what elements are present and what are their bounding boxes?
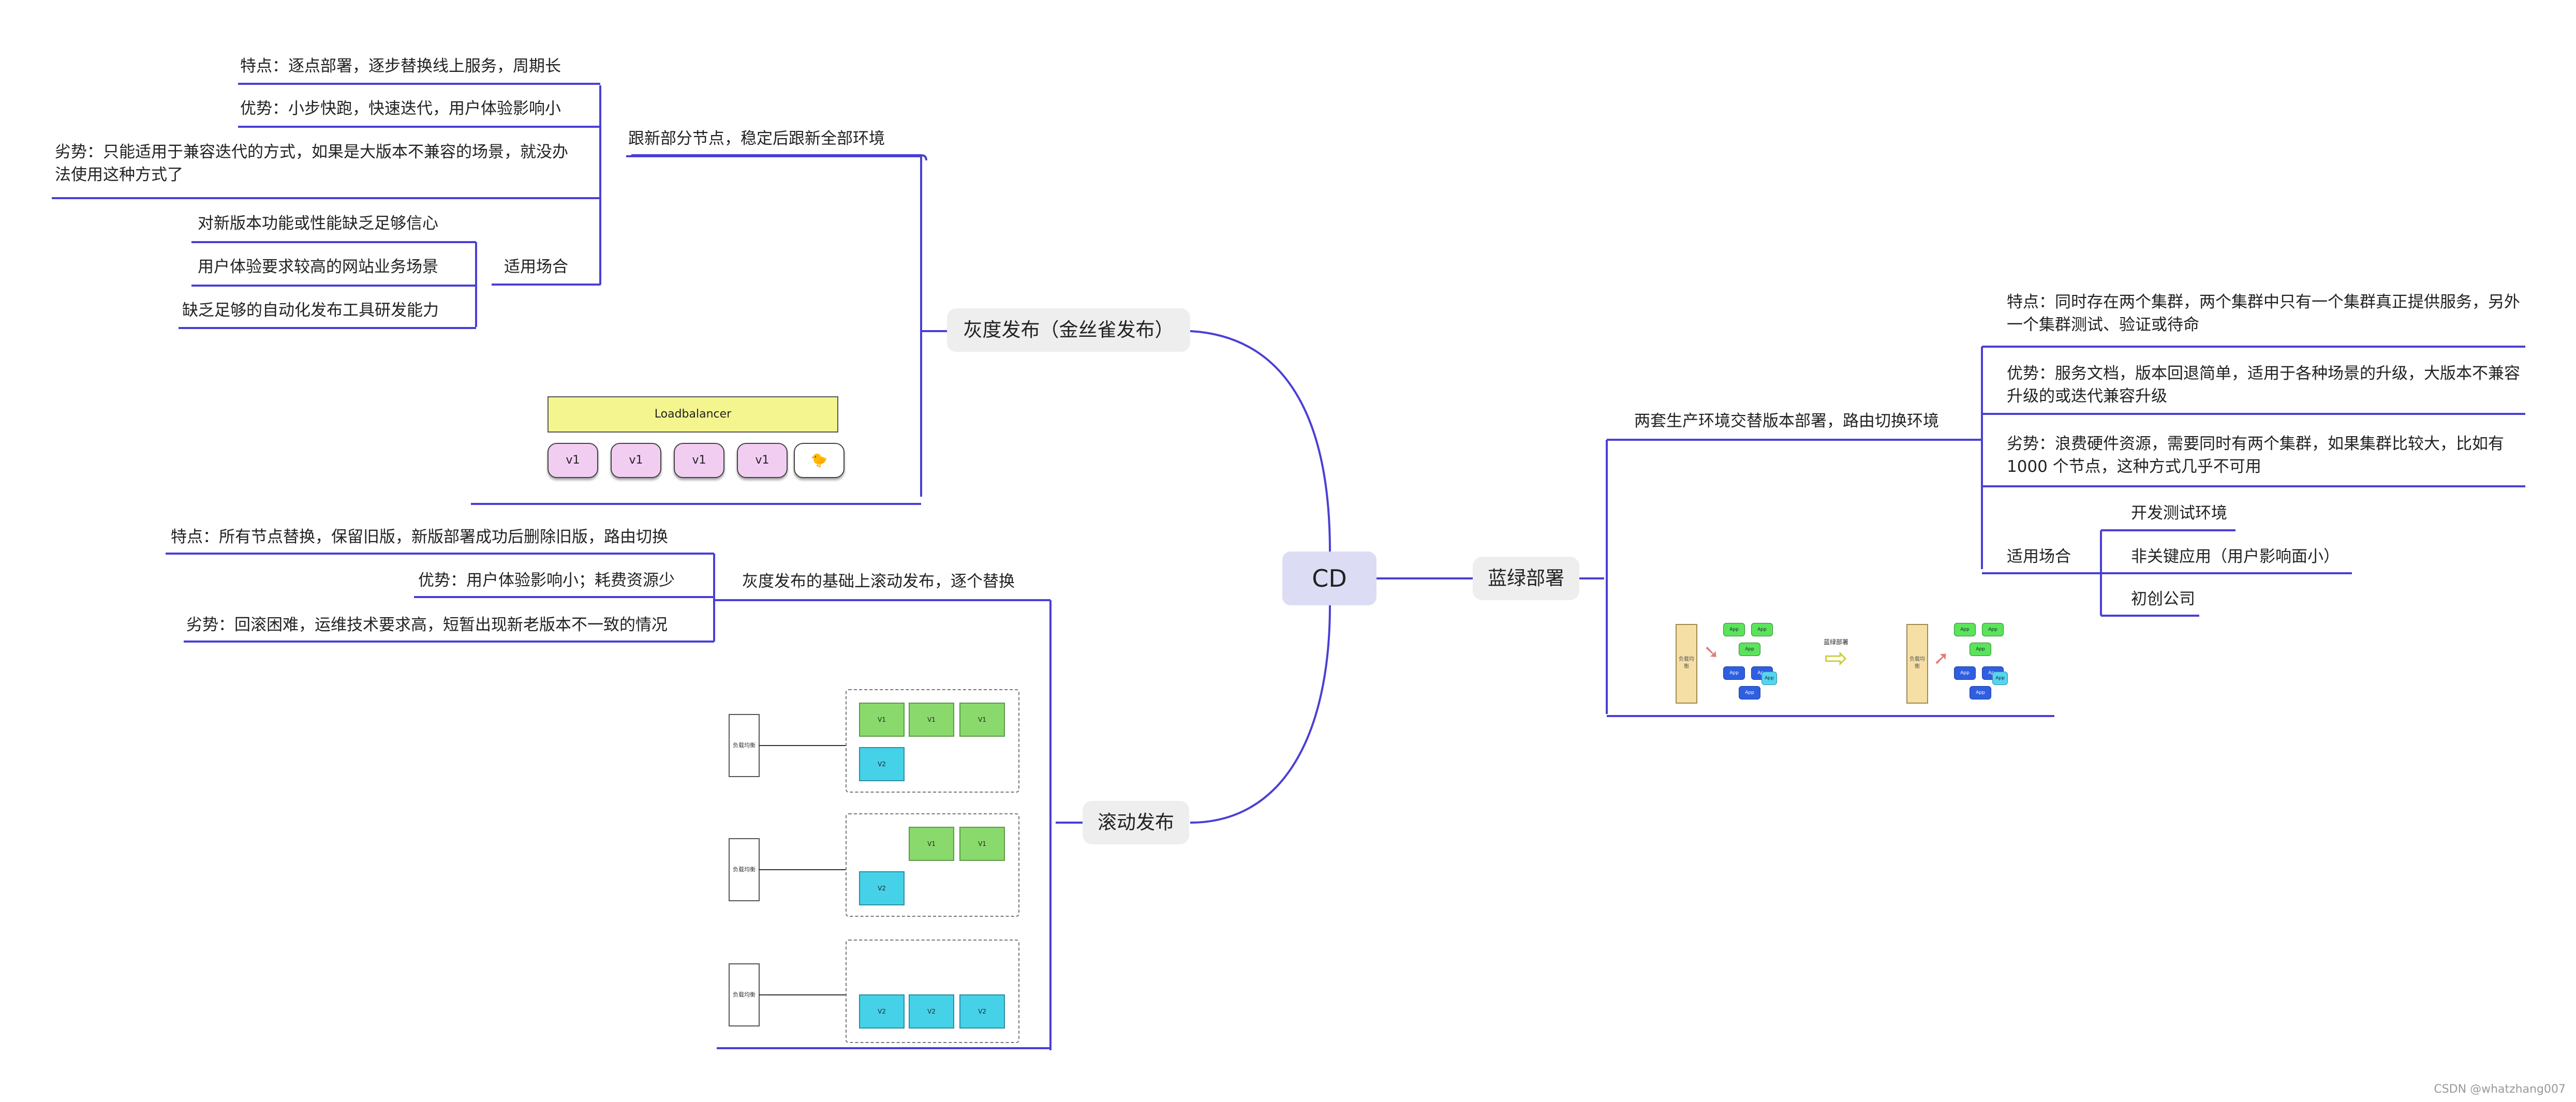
bg-left-app-6: App: [1739, 686, 1760, 699]
stage-3-group: [846, 940, 1019, 1043]
watermark: CSDN @whatzhang007: [2434, 1083, 2566, 1096]
rolling-lb-3: 负载均衡: [729, 963, 760, 1026]
stage2-v1-a: V1: [909, 827, 954, 861]
rolling-release-node[interactable]: 滚动发布: [1083, 801, 1189, 844]
rolling-pros: 优势：用户体验影响小；耗费资源少: [418, 571, 675, 590]
rolling-lb-1: 负载均衡: [729, 714, 760, 777]
canary-node: 🐤: [794, 443, 845, 478]
bg-left-app-7: App: [1761, 672, 1777, 685]
bluegreen-pros: 优势：服务文档，版本回退简单，适用于各种场景的升级，大版本不兼容升级的或迭代兼容…: [2007, 364, 2520, 406]
bg-right-app-4: App: [1954, 666, 1976, 680]
bg-arrow-left-icon: ➘: [1704, 642, 1720, 663]
bg-arrow-label: 蓝绿部署: [1823, 638, 1848, 646]
bg-lb-right: 负载均衡: [1906, 624, 1928, 704]
gray-pros: 优势：小步快跑，快速迭代，用户体验影响小: [240, 99, 561, 118]
bluegreen-cons: 劣势：浪费硬件资源，需要同时有两个集群，如果集群比较大，比如有 1000 个节点…: [2007, 435, 2504, 476]
bg-right-app-2: App: [1982, 623, 2004, 636]
gray-cons: 劣势：只能适用于兼容迭代的方式，如果是大版本不兼容的场景，就没办法使用这种方式了: [55, 143, 568, 184]
stage1-v1-c: V1: [959, 703, 1005, 737]
stage2-v2: V2: [859, 871, 905, 905]
bg-left-app-4: App: [1723, 666, 1745, 680]
gray-feature: 特点：逐点部署，逐步替换线上服务，周期长: [240, 57, 561, 76]
rolling-desc: 灰度发布的基础上滚动发布，逐个替换: [742, 572, 1015, 591]
bg-right-app-3: App: [1970, 643, 1991, 656]
stage3-v2-a: V2: [859, 994, 905, 1029]
stage1-v1-a: V1: [859, 703, 905, 737]
rolling-cons: 劣势：回滚困难，运维技术要求高，短暂出现新老版本不一致的情况: [186, 616, 668, 634]
rolling-feature: 特点：所有节点替换，保留旧版，新版部署成功后删除旧版，路由切换: [171, 528, 668, 546]
hollow-arrow-icon: ⇨: [1824, 642, 1848, 674]
version-v1-3: v1: [674, 443, 724, 478]
root-node[interactable]: CD: [1282, 552, 1376, 605]
arrow-3: [759, 994, 846, 995]
bluegreen-scene-label: 适用场合: [2007, 547, 2071, 566]
gray-release-node[interactable]: 灰度发布（金丝雀发布）: [947, 308, 1190, 352]
stage2-v1-b: V1: [959, 827, 1005, 861]
canary-bird-icon: 🐤: [810, 453, 828, 468]
blue-green-node[interactable]: 蓝绿部署: [1473, 557, 1579, 600]
stage1-v2: V2: [859, 747, 905, 781]
gray-scene-3: 缺乏足够的自动化发布工具研发能力: [182, 301, 439, 320]
bg-right-app-6: App: [1970, 686, 1991, 699]
bluegreen-feature: 特点：同时存在两个集群，两个集群中只有一个集群真正提供服务，另外一个集群测试、验…: [2007, 293, 2520, 334]
version-v1-4: v1: [737, 443, 788, 478]
bluegreen-scene-2: 非关键应用（用户影响面小）: [2131, 547, 2340, 566]
bg-left-app-2: App: [1751, 623, 1773, 636]
bg-left-app-3: App: [1739, 643, 1760, 656]
gray-scene-label: 适用场合: [504, 258, 568, 276]
gray-desc: 跟新部分节点，稳定后跟新全部环境: [628, 129, 885, 148]
gray-scene-2: 用户体验要求较高的网站业务场景: [198, 258, 438, 276]
bg-right-app-1: App: [1954, 623, 1976, 636]
bg-switch-arrow: 蓝绿部署 ⇨: [1795, 637, 1877, 674]
rolling-lb-2: 负载均衡: [729, 838, 760, 901]
bg-lb-left: 负载均衡: [1676, 624, 1697, 704]
arrow-2: [759, 869, 846, 870]
gray-scene-1: 对新版本功能或性能缺乏足够信心: [198, 214, 438, 233]
loadbalancer-box: Loadbalancer: [547, 396, 838, 433]
version-v1-1: v1: [547, 443, 598, 478]
bg-left-app-1: App: [1723, 623, 1745, 636]
arrow-1: [759, 745, 846, 746]
bluegreen-scene-3: 初创公司: [2131, 590, 2195, 608]
stage3-v2-b: V2: [909, 994, 954, 1029]
version-v1-2: v1: [611, 443, 661, 478]
stage1-v1-b: V1: [909, 703, 954, 737]
stage-2-group: [846, 813, 1019, 917]
stage3-v2-c: V2: [959, 994, 1005, 1029]
bg-right-app-7: App: [1992, 672, 2008, 685]
bluegreen-desc: 两套生产环境交替版本部署，路由切换环境: [1634, 412, 1939, 430]
stage-1-group: [846, 689, 1019, 793]
bg-arrow-right-icon: ➚: [1933, 648, 1949, 669]
bluegreen-scene-1: 开发测试环境: [2131, 504, 2227, 523]
